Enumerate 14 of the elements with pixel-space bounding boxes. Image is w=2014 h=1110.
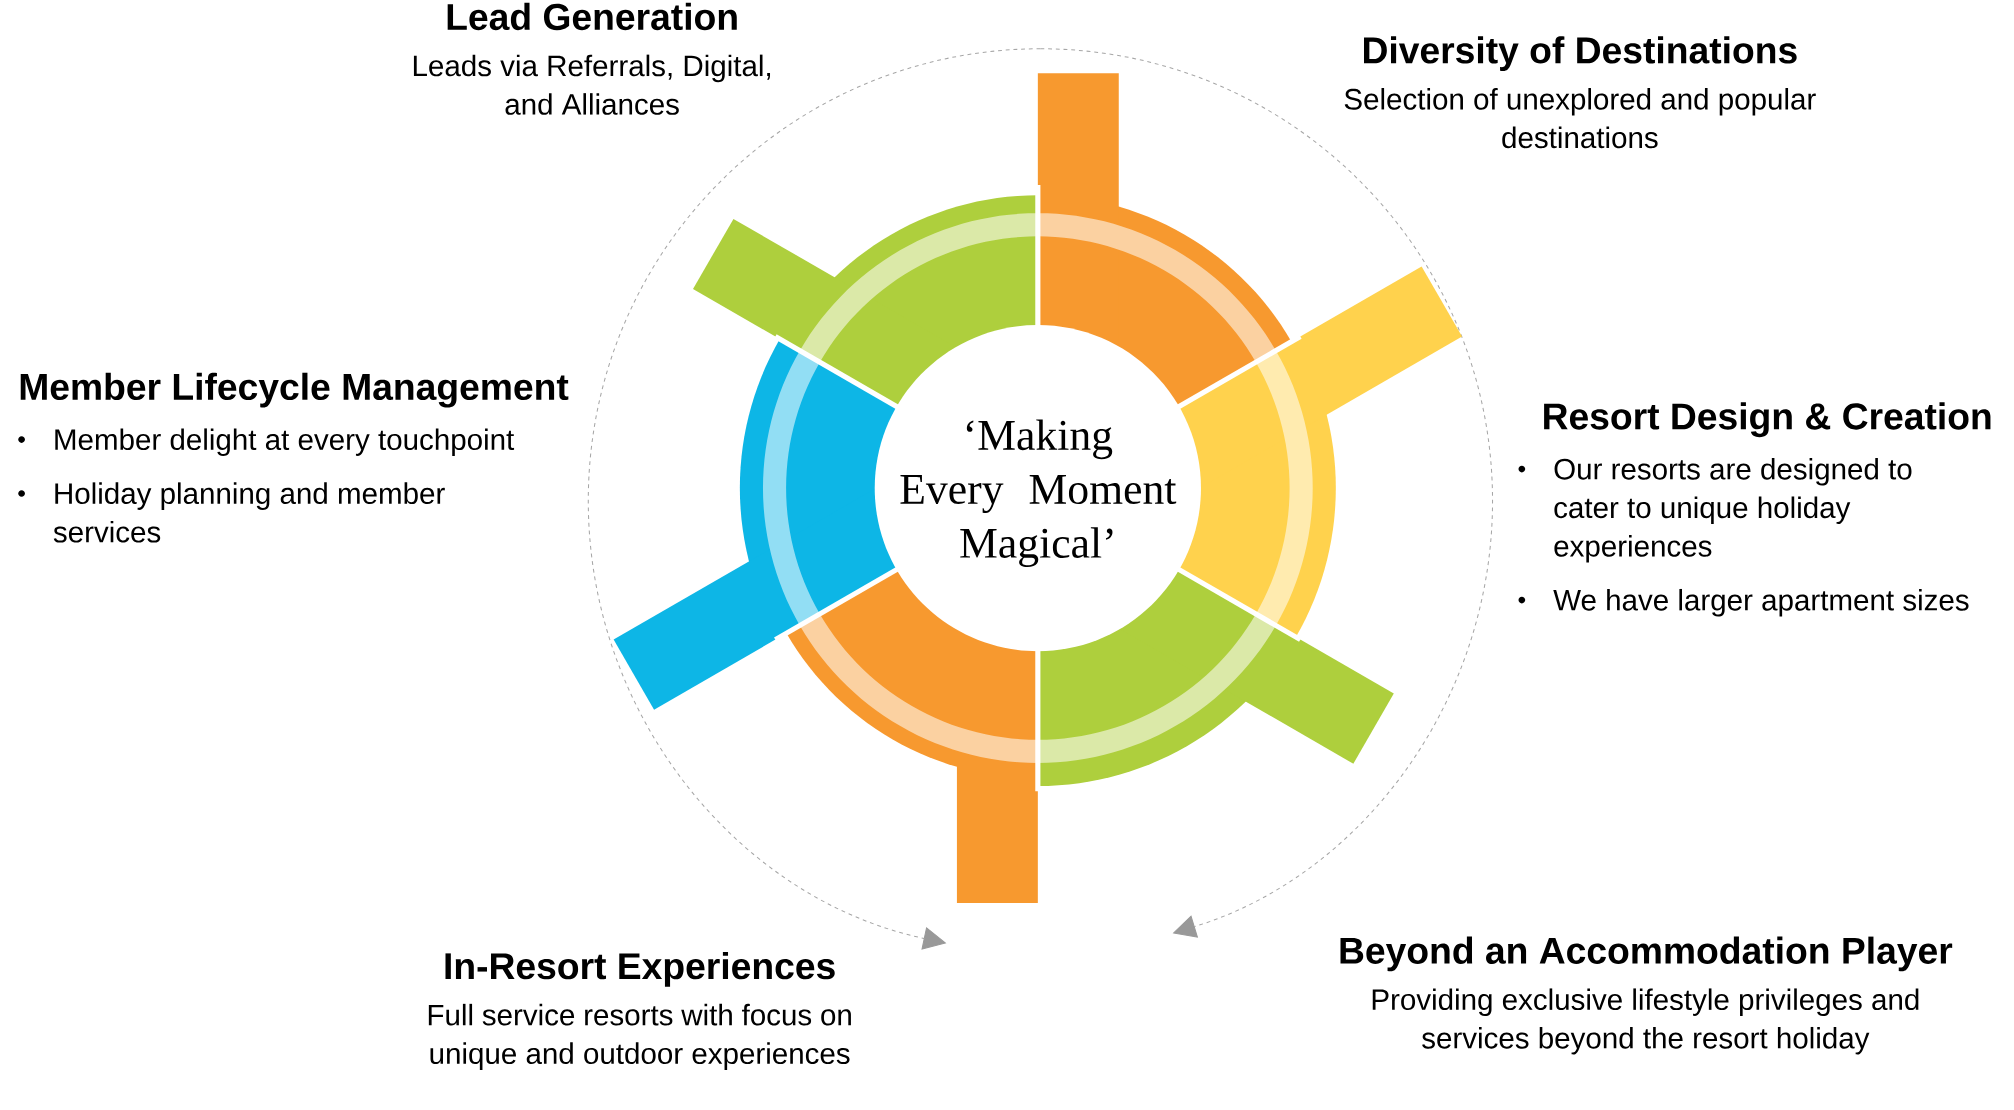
heading: Beyond an Accommodation Player bbox=[1340, 936, 1953, 972]
bullet-item: Our resorts are designed to cater to unique holiday experiences bbox=[1554, 458, 1912, 563]
description: Selection of unexplored and popular destinations bbox=[1344, 88, 1816, 149]
heading: Resort Design & Creation bbox=[1544, 402, 1991, 438]
description: Leads via Referrals, Digital, and Alliances bbox=[413, 54, 770, 115]
heading: Member Lifecycle Management bbox=[20, 372, 569, 408]
heading: In-Resort Experiences bbox=[445, 952, 835, 987]
bullet-item: We have larger apartment sizes bbox=[1553, 589, 1969, 617]
bullet-item: Member delight at every touchpoint bbox=[55, 428, 515, 457]
heading: Diversity of Destinations bbox=[1364, 36, 1797, 72]
description: Providing exclusive lifestyle privileges and services beyond the resort holiday bbox=[1372, 988, 1919, 1055]
bullet-item: Holiday planning and member services bbox=[53, 482, 445, 543]
heading: Lead Generation bbox=[447, 2, 737, 31]
description: Full service resorts with focus on unique and outdoor experiences bbox=[428, 1003, 851, 1071]
